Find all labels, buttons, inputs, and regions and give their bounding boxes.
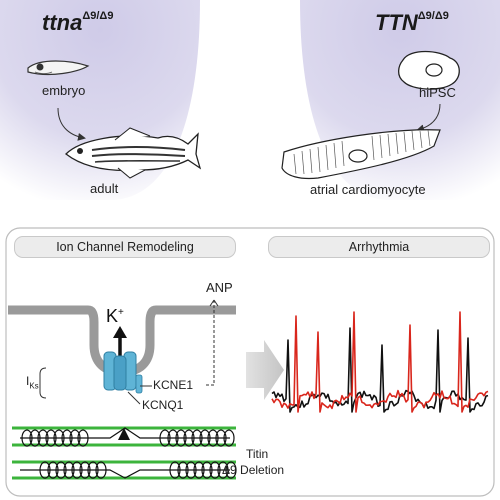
genotype-superscript: Δ9/Δ9 <box>82 10 114 22</box>
kcne1-subunit <box>135 374 143 394</box>
label-titin: Titin <box>246 447 269 461</box>
iks-subscript: Ks <box>29 381 39 391</box>
label-anp: ANP <box>206 280 233 295</box>
arrow-embryo-adult <box>57 107 86 141</box>
human-genotype-title: TTNΔ9/Δ9 <box>375 10 449 36</box>
label-atrial-cardiomyocyte: atrial cardiomyocyte <box>310 182 426 197</box>
label-hipsc: hiPSC <box>419 85 456 100</box>
genotype-name: ttna <box>42 10 83 35</box>
cardiomyocyte-illustration <box>281 129 441 180</box>
ecg-trace-red <box>271 311 489 413</box>
label-embryo: embryo <box>42 83 86 98</box>
genotype-name: TTN <box>375 10 418 35</box>
tab-arrhythmia: Arrhythmia <box>268 236 490 258</box>
label-iks: IKs <box>26 374 39 390</box>
k-ion-charge: + <box>118 307 124 318</box>
tab-ion-channel-remodeling: Ion Channel Remodeling <box>14 236 236 258</box>
arrow-hipsc-cardiomyocyte <box>416 103 441 133</box>
k-efflux-arrow <box>113 326 127 338</box>
genotype-superscript: Δ9/Δ9 <box>417 10 449 22</box>
k-ion-text: K <box>106 306 119 326</box>
ecg-trace-black <box>271 327 489 413</box>
label-adult: adult <box>90 181 119 196</box>
adult-zebrafish-illustration <box>65 127 202 179</box>
arrhythmia-traces <box>271 311 489 413</box>
zebrafish-genotype-title: ttnaΔ9/Δ9 <box>42 10 113 36</box>
anp-connector <box>205 300 215 386</box>
label-kcne1: KCNE1 <box>153 378 194 392</box>
label-kcnq1: KCNQ1 <box>142 398 184 412</box>
embryo-illustration <box>27 60 90 76</box>
hipsc-illustration <box>397 50 460 90</box>
label-delta9-deletion: Δ9 Deletion <box>222 463 285 477</box>
ion-channel-kcnq1 <box>103 351 137 391</box>
titin-filaments <box>12 426 237 480</box>
iks-text: I <box>26 374 30 388</box>
label-k-ion: K+ <box>106 306 124 327</box>
iks-bracket <box>39 367 47 399</box>
transition-arrow <box>246 340 284 400</box>
